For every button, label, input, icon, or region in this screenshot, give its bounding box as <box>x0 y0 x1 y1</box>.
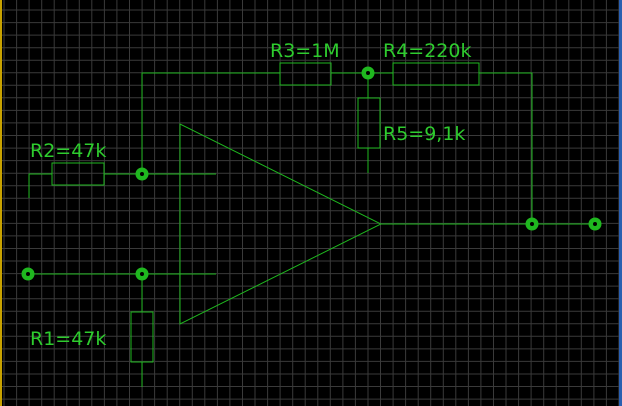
left-edge-marker <box>0 0 2 406</box>
node-junction-r3-r4-center <box>366 71 370 75</box>
wires <box>28 62 595 387</box>
r2-left-lead <box>28 173 52 198</box>
r5-body <box>357 97 381 149</box>
r3-body <box>279 62 332 86</box>
node-noninverting-input-center <box>140 272 144 276</box>
r4-label[interactable]: R4=220k <box>383 40 471 62</box>
r5-label[interactable]: R5=9,1k <box>383 123 465 145</box>
r2-body <box>51 162 105 186</box>
r3-label[interactable]: R3=1M <box>270 40 340 62</box>
r4-body <box>392 62 480 86</box>
node-output-terminal-center <box>593 222 597 226</box>
component-labels: R3=1M R4=220k R5=9,1k R2=47k R1=47k <box>30 40 471 350</box>
opamp-triangle[interactable] <box>179 123 383 325</box>
right-edge-marker <box>619 0 622 406</box>
feedback-wire-left <box>141 72 280 173</box>
r1-label[interactable]: R1=47k <box>30 328 106 350</box>
r2-label[interactable]: R2=47k <box>30 140 106 162</box>
node-inverting-input-center <box>140 172 144 176</box>
node-output-junction-center <box>530 222 534 226</box>
feedback-wire-right <box>479 72 533 224</box>
node-input-terminal-center <box>26 272 30 276</box>
nodes <box>21 66 602 281</box>
